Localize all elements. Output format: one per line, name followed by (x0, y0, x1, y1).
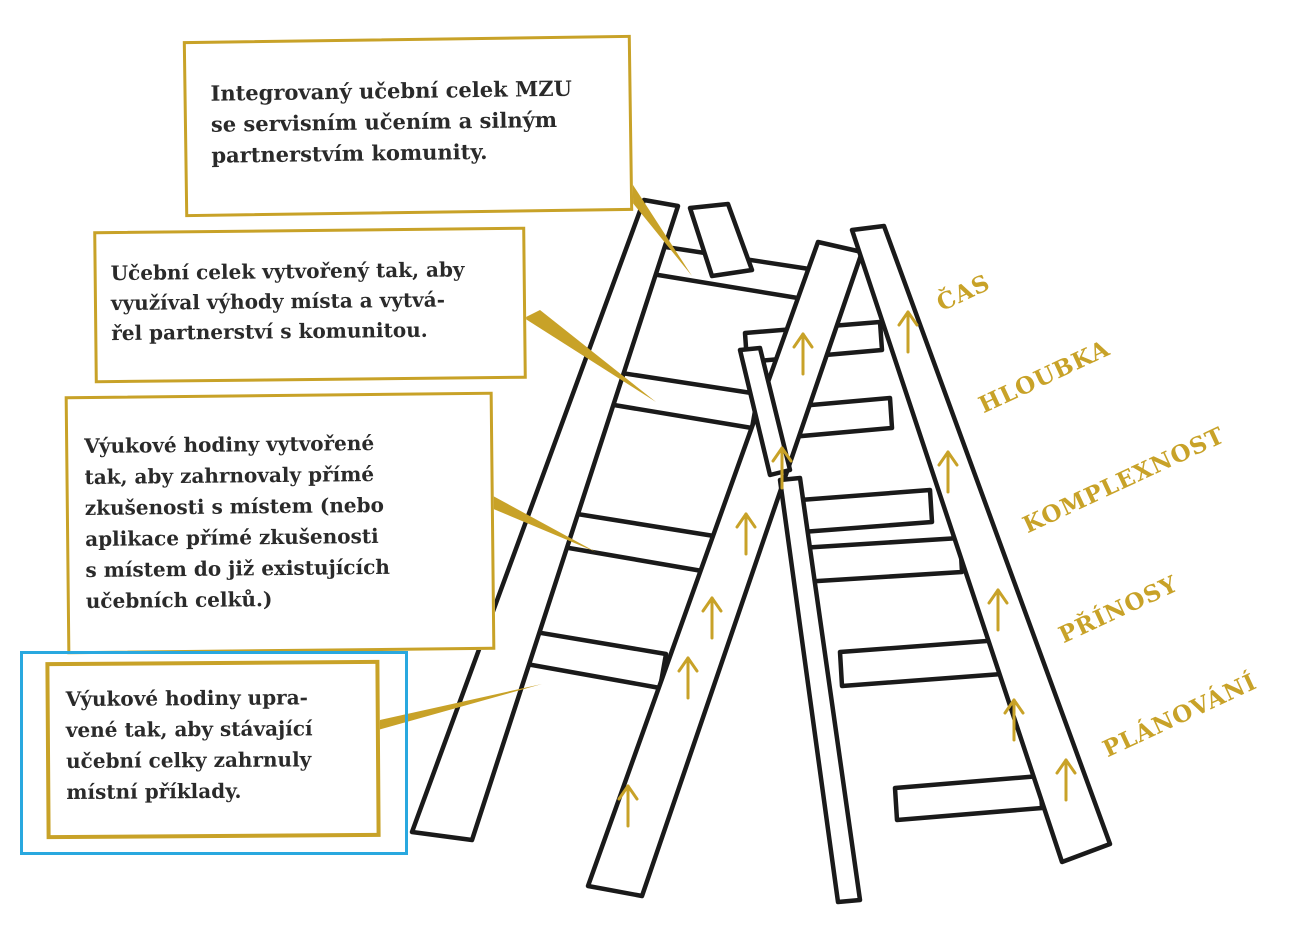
ladder-rail-3 (585, 239, 865, 899)
callout-pointer-4 (378, 684, 542, 730)
selection-highlight-frame (20, 651, 408, 855)
progress-arrow-head-1 (792, 332, 814, 349)
callout-pointer-3 (472, 490, 596, 552)
callout-box-integrated-unit: Integrovaný učební celek MZU se servisní… (182, 34, 634, 218)
callout-text-place-based-unit: Učební celek vytvořený tak, aby využíval… (110, 257, 465, 346)
progress-arrow-head-8 (937, 450, 959, 467)
callout-text-direct-experience-lessons: Výukové hodiny vytvořené tak, aby zahrno… (84, 431, 390, 614)
ladder-rung-10 (892, 773, 1045, 823)
ladder-rung-8 (797, 535, 965, 585)
callout-box-place-based-unit: Učební celek vytvořený tak, aby využíval… (93, 226, 527, 384)
progress-arrow-head-2 (771, 446, 793, 463)
progress-arrow-head-3 (735, 512, 757, 529)
progress-arrow-head-7 (897, 310, 919, 327)
callout-pointer-2 (524, 310, 656, 402)
progress-arrow-head-4 (701, 596, 723, 613)
ladder-rail-5 (737, 345, 793, 478)
progress-arrow-head-10 (1003, 698, 1025, 715)
ladder-rail-2 (687, 201, 755, 279)
progress-arrow-head-5 (677, 656, 699, 673)
ladder-rung-9 (837, 637, 1005, 689)
ladder-rung-6 (797, 487, 935, 535)
progress-arrows (617, 310, 1077, 828)
callout-text-integrated-unit: Integrovaný učební celek MZU se servisní… (210, 75, 573, 168)
progress-arrow-head-11 (1055, 758, 1077, 775)
ladder-rails (409, 197, 1113, 905)
ladder-rail-6 (777, 475, 863, 905)
progress-arrow-head-9 (987, 588, 1009, 605)
callout-box-direct-experience-lessons: Výukové hodiny vytvořené tak, aby zahrno… (64, 391, 496, 655)
progress-arrow-head-6 (617, 784, 639, 801)
ladder-rail-4 (849, 223, 1113, 865)
